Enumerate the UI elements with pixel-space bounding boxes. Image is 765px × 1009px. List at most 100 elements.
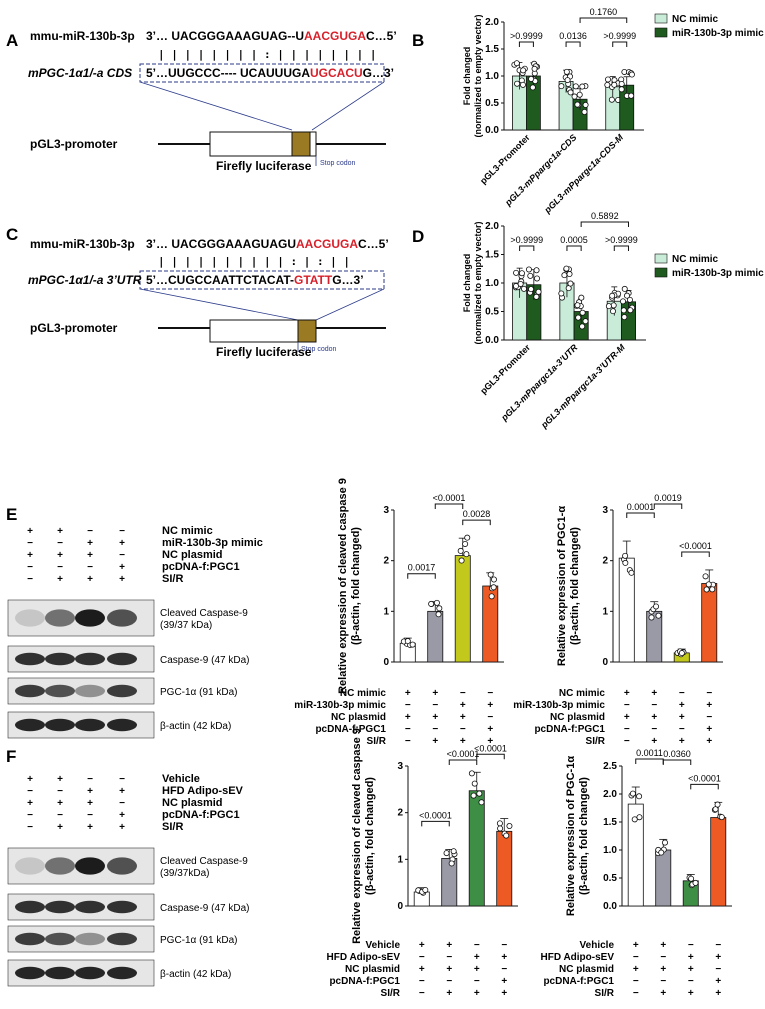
E1-point bbox=[433, 599, 440, 606]
wbE-band bbox=[107, 652, 137, 666]
A-mirna-label: mmu-miR-130b-3p bbox=[30, 29, 135, 43]
F2-row-sign: + bbox=[688, 952, 694, 963]
panel-letter-F: F bbox=[6, 747, 16, 766]
B-point bbox=[564, 77, 571, 84]
wbF-row-sign: + bbox=[87, 822, 93, 833]
B-point bbox=[519, 81, 526, 88]
wbE-row-sign: + bbox=[87, 574, 93, 585]
D-point bbox=[605, 303, 612, 310]
wbE-band-label: (39/37 kDa) bbox=[160, 620, 212, 631]
B-point bbox=[514, 80, 521, 87]
B-ylabel: (normalized to empty vector) bbox=[473, 14, 483, 137]
E2-pvalue: <0.0001 bbox=[679, 541, 712, 551]
E1-row-sign: − bbox=[487, 688, 493, 699]
wbF-row-sign: − bbox=[57, 786, 63, 797]
A-stop: Stop codon bbox=[320, 160, 356, 167]
F2-row-sign: + bbox=[633, 964, 639, 975]
wbF-band-label: Cleaved Caspase-9 bbox=[160, 856, 248, 867]
F1-point bbox=[448, 860, 455, 867]
D-ylabel: (normalized to empty vector) bbox=[473, 221, 483, 344]
D-pvalue: >0.9999 bbox=[510, 235, 543, 245]
D-legend-swatch bbox=[654, 267, 668, 278]
E2-row-sign: + bbox=[651, 688, 657, 699]
F1-bracket bbox=[476, 753, 505, 760]
D-point bbox=[626, 296, 633, 303]
E1-ytick: 2 bbox=[383, 556, 389, 567]
E2-pvalue: 0.0019 bbox=[654, 493, 682, 503]
western-blot-F: ++−−Vehicle−−++HFD Adipo-sEV+++−NC plasm… bbox=[7, 773, 249, 987]
E1-row-label: pcDNA-f:PGC1 bbox=[315, 724, 386, 735]
E2-row-label: miR-130b-3p mimic bbox=[513, 700, 605, 711]
F2-row-sign: − bbox=[660, 976, 666, 987]
wbE-row-label: pcDNA-f:PGC1 bbox=[162, 561, 240, 573]
E1-row-sign: + bbox=[460, 712, 466, 723]
wbF-band bbox=[75, 966, 105, 980]
D-ytick: 2.0 bbox=[485, 221, 499, 232]
B-bracket bbox=[518, 41, 534, 47]
D-point bbox=[561, 272, 568, 279]
D-legend-label: NC mimic bbox=[672, 254, 719, 265]
wbF-band bbox=[45, 900, 75, 914]
B-ytick: 2.0 bbox=[485, 17, 499, 28]
F2-point bbox=[692, 879, 699, 886]
wbF-row-sign: − bbox=[119, 774, 125, 785]
F1-point bbox=[471, 780, 478, 787]
D-point bbox=[566, 271, 573, 278]
F1-row-sign: + bbox=[474, 964, 480, 975]
F1-ylabel: Relative expression of cleaved caspase 9 bbox=[351, 728, 363, 944]
F2-bar bbox=[710, 817, 727, 907]
D-point bbox=[578, 294, 585, 301]
B-bracket bbox=[565, 41, 581, 47]
F2-row-sign: − bbox=[633, 976, 639, 987]
wbF-row-sign: + bbox=[57, 798, 63, 809]
D-point bbox=[534, 275, 541, 282]
wbE-band-label: Caspase-9 (47 kDa) bbox=[160, 655, 249, 666]
F2-row-sign: + bbox=[660, 940, 666, 951]
F1-ytick: 0 bbox=[397, 901, 403, 912]
wbF-band-label: (39/37kDa) bbox=[160, 868, 209, 879]
E2-point bbox=[648, 614, 655, 621]
F1-row-sign: − bbox=[419, 988, 425, 999]
C-target-seq: 5’…CUGCCAATTCTACAT-GTATTG…3’ bbox=[146, 273, 364, 287]
B-bracket bbox=[612, 41, 628, 47]
D-point bbox=[533, 267, 540, 274]
F2-pvalue: 0.0011 bbox=[636, 748, 663, 758]
F2-ytick: 1.0 bbox=[603, 845, 617, 856]
F1-row-sign: − bbox=[501, 940, 507, 951]
F2-row-label: NC plasmid bbox=[559, 964, 614, 975]
F2-pvalue: 0.0360 bbox=[663, 749, 691, 759]
E2-ylabel: (β-actin, fold changed) bbox=[569, 527, 581, 645]
F2-ylabel: Relative expression of PGC-1α bbox=[565, 756, 577, 916]
D-xtick: pGL3-Promoter bbox=[478, 342, 532, 396]
F1-row-label: NC plasmid bbox=[345, 964, 400, 975]
B-pvalue: 0.0136 bbox=[559, 31, 587, 41]
E1-ytick: 0 bbox=[383, 657, 389, 668]
D-ytick: 1.0 bbox=[485, 278, 499, 289]
F1-row-sign: + bbox=[474, 952, 480, 963]
F1-row-sign: + bbox=[474, 988, 480, 999]
D-point bbox=[610, 308, 617, 315]
F1-row-label: pcDNA-f:PGC1 bbox=[329, 976, 400, 987]
E1-point bbox=[409, 641, 416, 648]
F2-point bbox=[658, 849, 665, 856]
E1-bracket bbox=[434, 503, 464, 509]
D-point bbox=[518, 270, 525, 277]
F2-ylabel: (β-actin, fold changed) bbox=[578, 777, 590, 895]
F1-row-sign: + bbox=[501, 976, 507, 987]
F1-row-sign: + bbox=[419, 964, 425, 975]
D-point bbox=[620, 307, 627, 314]
D-point bbox=[609, 292, 616, 299]
wbE-row-label: miR-130b-3p mimic bbox=[162, 537, 263, 549]
wbF-row-sign: + bbox=[87, 786, 93, 797]
wbE-band bbox=[75, 609, 105, 627]
F2-point bbox=[718, 814, 725, 821]
B-point bbox=[572, 83, 579, 90]
F2-row-label: SI/R bbox=[595, 988, 615, 999]
D-point bbox=[525, 266, 532, 273]
D-ytick: 0.0 bbox=[485, 335, 499, 346]
F2-row-label: pcDNA-f:PGC1 bbox=[543, 976, 614, 987]
B-point bbox=[513, 60, 520, 67]
A-target-label: mPGC-1α1/-a CDS bbox=[28, 66, 132, 80]
F1-row-sign: − bbox=[446, 976, 452, 987]
B-legend-swatch bbox=[654, 13, 668, 24]
